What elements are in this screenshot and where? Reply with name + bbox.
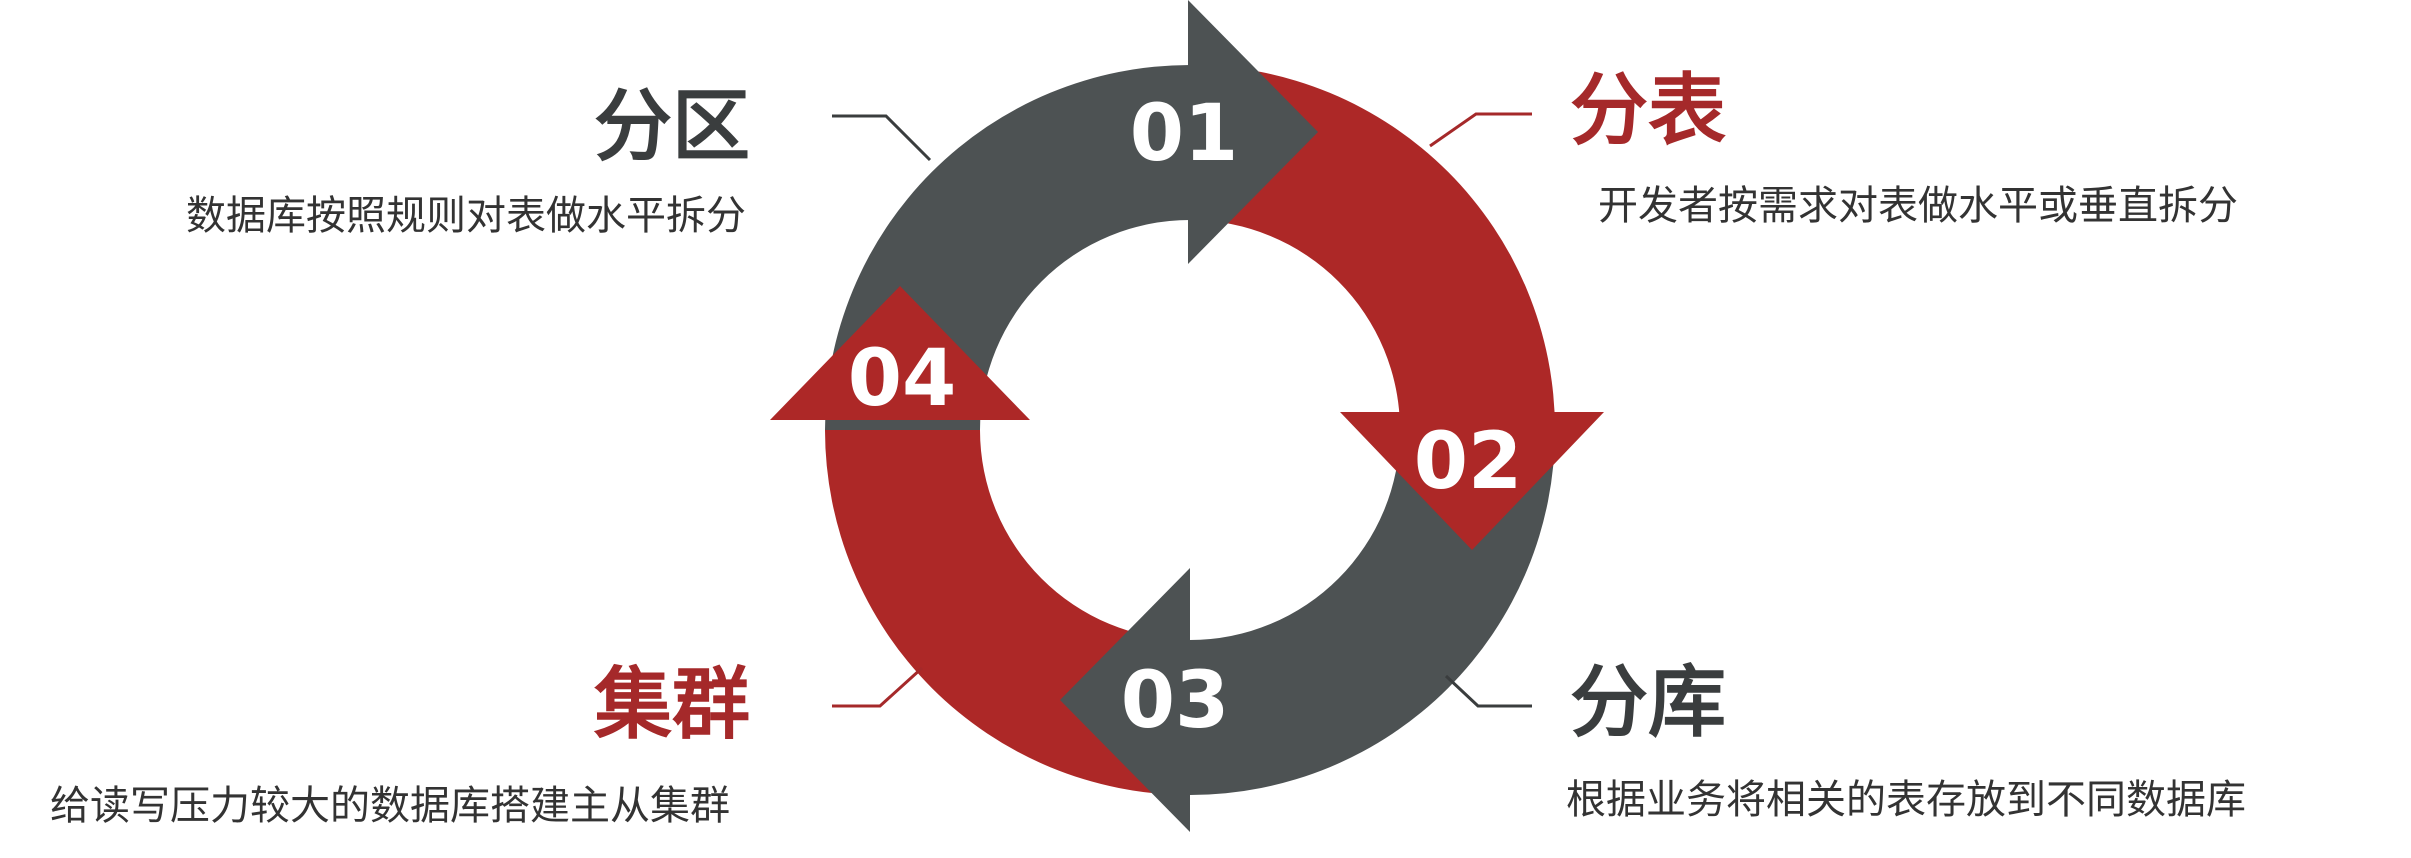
step-desc-01: 数据库按照规则对表做水平拆分 xyxy=(186,193,746,239)
step-number-01: 01 xyxy=(1130,89,1239,179)
arrow-01 xyxy=(1188,0,1318,264)
step-title-02: 分表 xyxy=(1570,66,1727,156)
arrow-03 xyxy=(1060,568,1190,832)
step-desc-03: 根据业务将相关的表存放到不同数据库 xyxy=(1566,777,2246,823)
leader-line-03 xyxy=(1444,674,1532,708)
leader-line-04 xyxy=(832,666,924,708)
step-desc-04: 给读写压力较大的数据库搭建主从集群 xyxy=(50,783,730,829)
step-number-04: 04 xyxy=(848,334,957,424)
arrow-04 xyxy=(770,286,1030,420)
leader-line-02 xyxy=(1429,112,1532,148)
step-desc-02: 开发者按需求对表做水平或垂直拆分 xyxy=(1598,183,2238,229)
step-number-02: 02 xyxy=(1414,417,1523,507)
arrow-02 xyxy=(1340,412,1604,550)
step-title-04: 集群 xyxy=(594,660,751,750)
leader-line-01 xyxy=(832,114,932,162)
step-title-01: 分区 xyxy=(594,82,751,172)
step-title-03: 分库 xyxy=(1570,658,1727,748)
step-number-03: 03 xyxy=(1121,656,1230,746)
